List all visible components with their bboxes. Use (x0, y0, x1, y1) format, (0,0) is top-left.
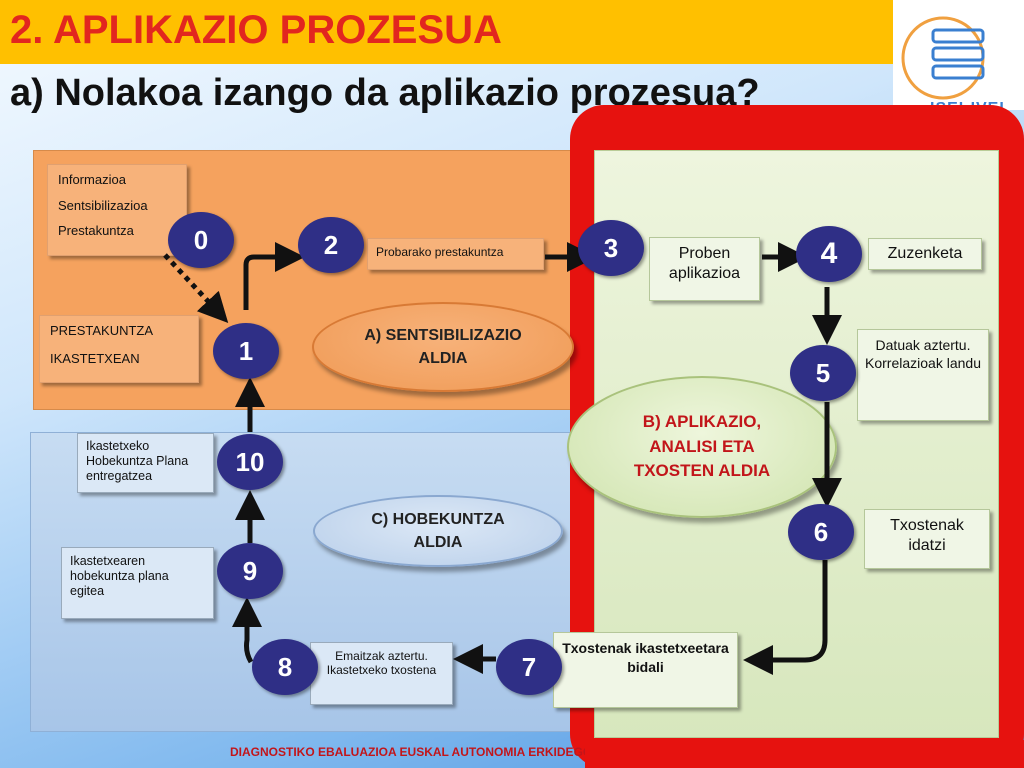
write-reports-label: Txostenak idatzi (890, 517, 964, 554)
info-line: Informazioa (58, 172, 126, 187)
step-0-circle: 0 (168, 212, 234, 268)
analyze-data-box: Datuak aztertu. Korrelazioak landu (857, 329, 989, 421)
step-7-circle: 7 (496, 639, 562, 695)
arrow-8-to-9 (232, 597, 262, 664)
footer-text: DIAGNOSTIKO EBALUAZIOA EUSKAL AUTONOMIA … (230, 745, 610, 759)
step-10-circle: 10 (217, 434, 283, 490)
analyze-results-label: Emaitzak aztertu. Ikastetxeko txostena (326, 649, 437, 678)
send-reports-box: Txostenak ikastetxeetara bidali (553, 632, 738, 708)
arrow-6-to-send (743, 560, 828, 675)
step-8-circle: 8 (252, 639, 318, 695)
step-4-circle: 4 (796, 226, 862, 282)
step-1-circle: 1 (213, 323, 279, 379)
slide-title: 2. APLIKAZIO PROZESUA (10, 8, 502, 52)
info-line: Sentsibilizazioa (58, 197, 148, 213)
arrow-1-to-2 (243, 242, 305, 310)
info-line: Prestakuntza (58, 223, 134, 239)
make-plan-label: Ikastetxearen hobekuntza plana egitea (70, 554, 169, 598)
correction-label: Zuzenketa (887, 245, 963, 262)
step-9-circle: 9 (217, 543, 283, 599)
arrow-0-to-1 (163, 253, 229, 323)
logo (893, 0, 1024, 110)
step-3-circle: 3 (578, 220, 644, 276)
send-reports-label: Txostenak ikastetxeetara bidali (562, 640, 729, 675)
school-line: PRESTAKUNTZA (50, 323, 154, 338)
pilot-training-box: Probarako prestakuntza (367, 238, 544, 270)
analyze-results-box: Emaitzak aztertu. Ikastetxeko txostena (310, 642, 453, 705)
books-logo-icon (901, 16, 985, 100)
footer-cover (585, 740, 1024, 768)
school-training-box: PRESTAKUNTZA IKASTETXEAN (39, 315, 199, 383)
step-2-circle: 2 (298, 217, 364, 273)
write-reports-box: Txostenak idatzi (864, 509, 990, 569)
deliver-plan-box: Ikastetxeko Hobekuntza Plana entregatzea (77, 433, 214, 493)
school-line: IKASTETXEAN (50, 350, 140, 366)
make-plan-box: Ikastetxearen hobekuntza plana egitea (61, 547, 214, 619)
pilot-training-label: Probarako prestakuntza (376, 245, 504, 259)
correction-box: Zuzenketa (868, 238, 982, 270)
info-box: Informazioa Sentsibilizazioa Prestakuntz… (47, 164, 187, 256)
deliver-plan-label: Ikastetxeko Hobekuntza Plana entregatzea (86, 439, 189, 483)
apply-tests-box: Proben aplikazioa (649, 237, 760, 301)
step-6-circle: 6 (788, 504, 854, 560)
title-bar (0, 0, 893, 64)
analyze-data-label: Datuak aztertu. Korrelazioak landu (865, 337, 981, 372)
apply-tests-label: Proben aplikazioa (668, 245, 741, 282)
step-5-circle: 5 (790, 345, 856, 401)
